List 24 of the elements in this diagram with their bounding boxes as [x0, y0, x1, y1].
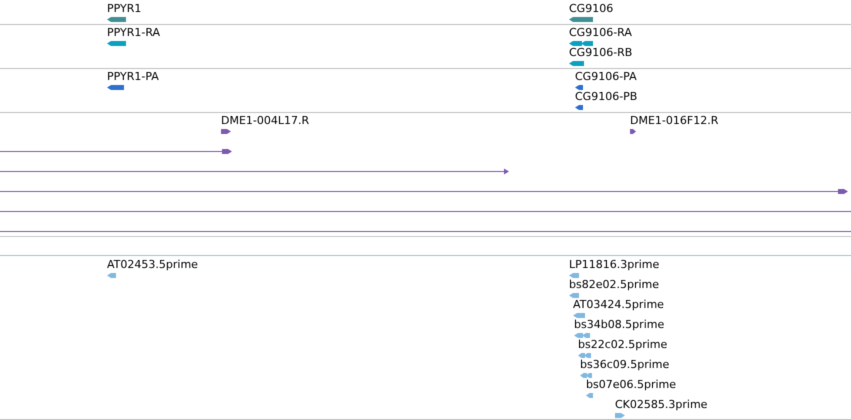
feature-label: PPYR1	[107, 2, 142, 15]
feature-label: AT02453.5prime	[107, 258, 198, 271]
feature-label: PPYR1-PA	[107, 70, 159, 83]
alignment-line	[0, 168, 509, 175]
feature-label: CG9106	[569, 2, 614, 15]
feature-label: bs36c09.5prime	[580, 358, 670, 371]
feature-label: DME1-016F12.R	[630, 114, 718, 127]
feature-label: PPYR1-RA	[107, 26, 160, 39]
feature-label: LP11816.3prime	[569, 258, 660, 271]
feature-label: CG9106-RB	[569, 46, 632, 59]
feature-label: CG9106-RA	[569, 26, 632, 39]
feature-label: CG9106-PA	[575, 70, 637, 83]
feature-label: CG9106-PB	[575, 90, 638, 103]
feature-label: DME1-004L17.R	[221, 114, 310, 127]
feature-label: bs82e02.5prime	[569, 278, 660, 291]
feature-label: bs22c02.5prime	[578, 338, 668, 351]
alignment-line	[0, 188, 848, 195]
alignment-line	[0, 148, 232, 155]
alignment-line	[0, 208, 851, 215]
feature-label: CK02585.3prime	[615, 398, 708, 411]
feature-label: bs07e06.5prime	[586, 378, 676, 391]
feature-label: bs34b08.5prime	[574, 318, 664, 331]
alignment-line	[0, 228, 851, 235]
feature-label: AT03424.5prime	[573, 298, 664, 311]
